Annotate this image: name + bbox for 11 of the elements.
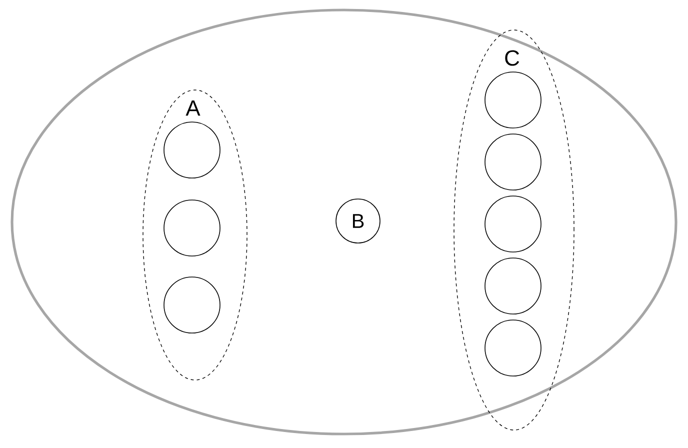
group-label: A bbox=[186, 100, 200, 116]
circle bbox=[484, 72, 542, 128]
group-label: C bbox=[505, 50, 520, 66]
circle bbox=[484, 320, 542, 376]
circle bbox=[484, 258, 542, 314]
circle bbox=[164, 200, 220, 256]
circle bbox=[484, 196, 542, 252]
circle bbox=[484, 134, 542, 190]
circle bbox=[164, 122, 220, 178]
outer-ellipse bbox=[10, 8, 678, 436]
circle bbox=[164, 276, 220, 334]
